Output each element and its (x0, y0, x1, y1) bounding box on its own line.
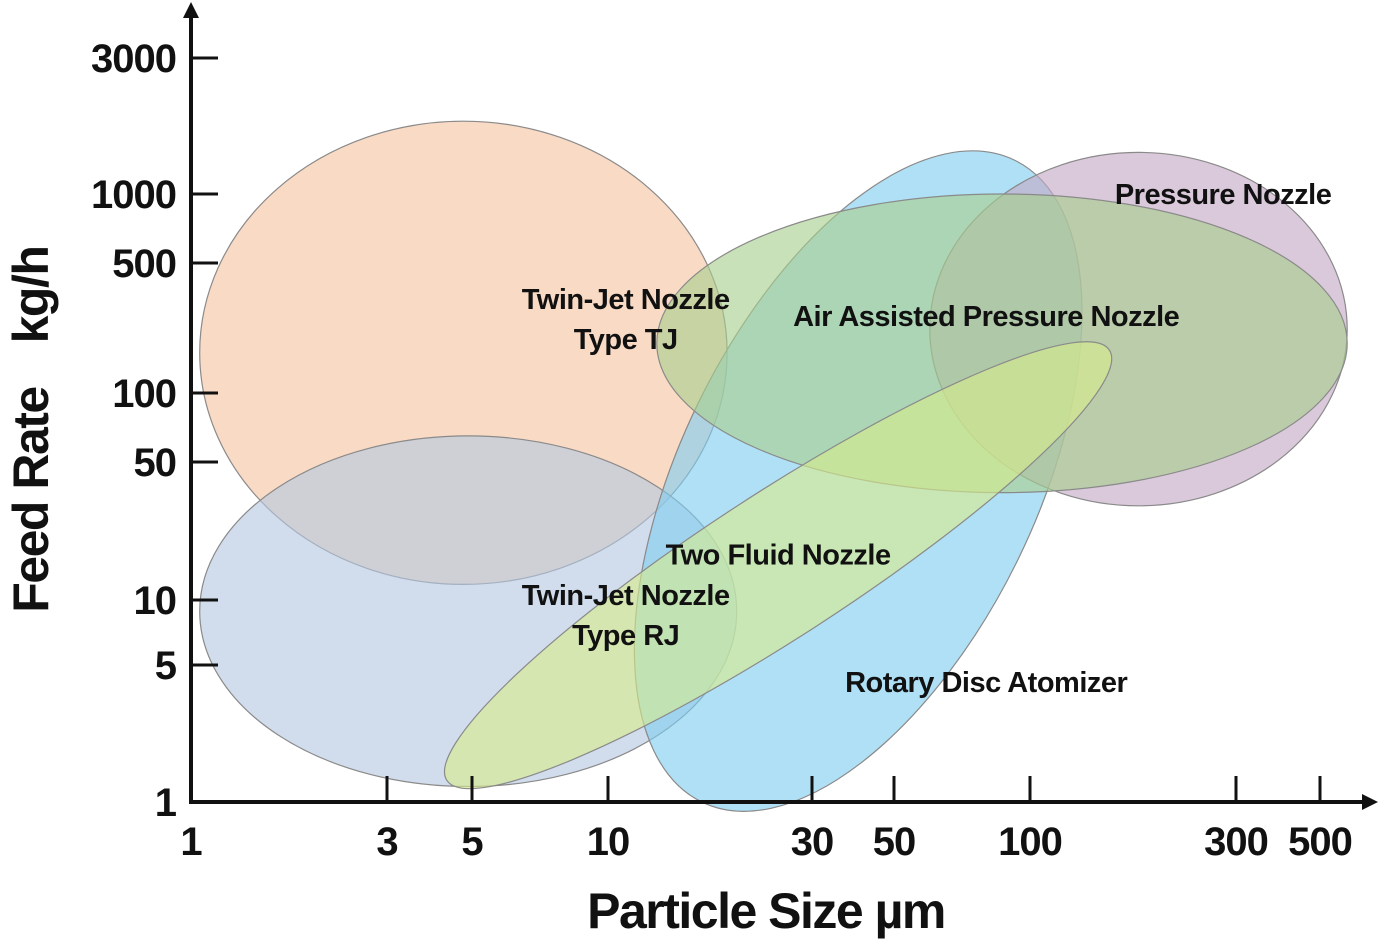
regions-layer (199, 120, 1348, 812)
x-tick-label: 100 (998, 820, 1062, 864)
ticks-layer: 1 3 5 10 30 50 100 300 500 1 5 10 50 100 500 1000 3000 (91, 37, 1353, 864)
y-axis-arrow (183, 2, 199, 18)
y-tick-label: 10 (134, 579, 177, 623)
x-tick-label: 3 (376, 820, 397, 864)
region-label-two-fluid: Two Fluid Nozzle (666, 540, 891, 572)
y-tick-label: 500 (112, 242, 176, 286)
y-tick-label: 1 (155, 781, 177, 825)
x-tick-label: 300 (1204, 820, 1268, 864)
region-label-line: Type RJ (572, 620, 679, 652)
region-label-air-assisted: Air Assisted Pressure Nozzle (793, 301, 1180, 333)
y-tick-label: 3000 (91, 37, 176, 81)
region-air-assisted (656, 193, 1348, 494)
axes-layer (183, 2, 1378, 810)
y-axis-unit: kg/h (3, 247, 59, 344)
region-label-line: Rotary Disc Atomizer (845, 667, 1127, 699)
region-two-fluid (443, 341, 1113, 790)
y-tick-label: 1000 (91, 173, 176, 217)
x-axis-title: Particle Size µm (587, 883, 945, 939)
y-tick-label: 100 (112, 372, 176, 416)
x-tick-label: 1 (180, 820, 202, 864)
region-label-line: Twin-Jet Nozzle (522, 580, 730, 612)
x-tick-label: 500 (1288, 820, 1352, 864)
x-tick-label: 30 (791, 820, 834, 864)
region-label-pressure-nozzle: Pressure Nozzle (1115, 179, 1332, 211)
x-tick-label: 10 (587, 820, 630, 864)
region-label-line: Two Fluid Nozzle (666, 540, 891, 572)
y-tick-label: 5 (155, 644, 177, 688)
region-label-line: Air Assisted Pressure Nozzle (793, 301, 1180, 333)
region-label-line: Type TJ (574, 324, 678, 356)
region-label-line: Pressure Nozzle (1115, 179, 1332, 211)
y-tick-label: 50 (134, 441, 177, 485)
x-axis-arrow (1362, 794, 1378, 810)
region-label-rotary-disc: Rotary Disc Atomizer (845, 667, 1127, 699)
y-axis-title: Feed Rate (3, 387, 59, 613)
x-tick-label: 50 (873, 820, 916, 864)
region-label-line: Twin-Jet Nozzle (522, 284, 730, 316)
x-tick-label: 5 (461, 820, 483, 864)
